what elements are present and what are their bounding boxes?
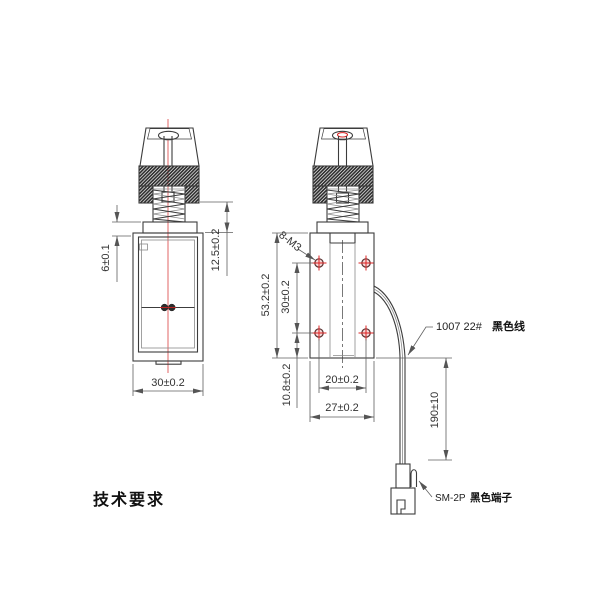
wire-callout: 1007 22# 黑色线 [407,319,525,356]
dimension-front-stroke: 12.5±0.2 [200,201,233,276]
mounting-holes [311,255,374,341]
hole-top-right [358,255,374,271]
wire-assembly: 190±10 1007 22# 黑色线 SM-2P 黑色端子 [373,285,525,515]
dim-side-width-text: 27±0.2 [325,402,359,414]
dim-front-width-text: 30±0.2 [151,377,185,389]
side-body [309,221,375,359]
side-plunger-rod [335,136,350,204]
lead-wire [373,285,406,464]
dim-hole-edge-text: 10.8±0.2 [281,364,293,407]
front-terminal-pins [160,303,176,312]
dim-hole-pitch-horizontal-text: 20±0.2 [325,374,359,386]
side-view: 8-M3 53.2±0.2 30±0.2 10.8±0.2 20±0. [260,127,375,422]
connector-color-text: 黑色端子 [470,491,512,504]
dimension-hole-pitch-horizontal: 20±0.2 [318,339,367,393]
dimension-hole-pitch-vertical: 30±0.2 [280,262,313,334]
connector [390,463,418,515]
hole-bottom-left [311,325,327,341]
tech-requirements-note: 技术要求 [93,490,165,509]
dimension-lead-length: 190±10 [376,357,452,461]
front-spring [152,188,186,223]
side-spring [326,188,360,223]
front-view: 6±0.1 12.5±0.2 30±0.2 [100,119,233,396]
dimension-side-width: 27±0.2 [309,361,375,422]
dim-front-stroke-text: 12.5±0.2 [210,229,222,272]
dim-side-height-text: 53.2±0.2 [260,274,272,317]
dim-front-plate-thickness-text: 6±0.1 [100,244,112,271]
wire-color-text: 黑色线 [492,319,525,333]
dimension-front-plate-thickness: 6±0.1 [100,205,141,282]
side-knob-red-mark [337,132,348,138]
hole-top-left [311,255,327,271]
connector-spec-text: SM-2P [435,493,466,504]
wire-spec-text: 1007 22# [436,321,483,333]
dim-hole-pitch-vertical-text: 30±0.2 [280,280,292,314]
front-body [132,221,204,365]
dim-lead-length-text: 190±10 [429,392,441,429]
dimension-hole-edge: 10.8±0.2 [281,333,300,408]
thread-callout: 8-M3 [276,229,316,261]
side-knob [312,127,374,222]
dimension-front-width: 30±0.2 [132,364,204,396]
connector-callout: SM-2P 黑色端子 [418,480,512,504]
hole-bottom-right [358,325,374,341]
front-knob [138,127,200,222]
dimension-side-height: 53.2±0.2 [260,232,308,359]
